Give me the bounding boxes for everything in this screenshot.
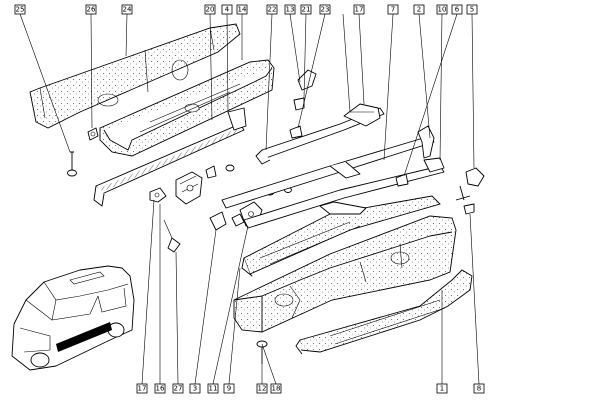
svg-text:10: 10 — [438, 6, 447, 14]
callout-label-top-16: 5 — [466, 4, 478, 15]
upper-side-rail — [255, 103, 385, 165]
callout-label-bottom-9: 1 — [436, 383, 448, 394]
callout-label-bottom-1: 17 — [136, 383, 148, 394]
callout-label-bottom-2: 16 — [154, 383, 166, 394]
clip-10 — [395, 173, 409, 187]
svg-text:2: 2 — [417, 6, 421, 14]
svg-text:26: 26 — [87, 6, 96, 14]
svg-text:8: 8 — [477, 385, 481, 393]
screw-27 — [163, 219, 181, 253]
svg-text:12: 12 — [258, 385, 267, 393]
sill-cover — [241, 195, 441, 277]
callout-label-top-9: 21 — [300, 4, 312, 15]
van-illustration — [11, 265, 135, 371]
svg-text:3: 3 — [193, 385, 197, 393]
callout-label-top-7: 22 — [266, 4, 278, 15]
lower-trim-tray — [99, 59, 275, 157]
svg-text:4: 4 — [225, 6, 230, 14]
callout-label-top-14: 10 — [436, 4, 448, 15]
callout-label-bottom-3: 27 — [172, 383, 184, 394]
lower-side-rail — [231, 157, 445, 229]
callout-label-top-5: 4 — [221, 4, 233, 15]
svg-text:25: 25 — [16, 6, 25, 14]
bolt-25 — [67, 151, 77, 177]
middle-side-rail — [221, 125, 435, 209]
tray-clip — [87, 127, 99, 141]
svg-text:7: 7 — [391, 6, 395, 14]
clip-3 — [209, 211, 227, 231]
svg-text:21: 21 — [302, 6, 311, 14]
svg-text:14: 14 — [238, 6, 247, 14]
hook-6-5 — [455, 167, 485, 215]
svg-text:9: 9 — [227, 385, 231, 393]
svg-text:6: 6 — [455, 6, 460, 14]
callout-label-top-3: 24 — [121, 4, 133, 15]
lower-trim-strip — [295, 269, 473, 355]
clip-13 — [289, 69, 317, 139]
callout-label-top-2: 26 — [85, 4, 97, 15]
upper-trim-panel — [29, 23, 241, 129]
svg-text:24: 24 — [123, 6, 132, 14]
large-lower-tray — [233, 215, 457, 333]
svg-text:17: 17 — [138, 385, 147, 393]
callout-label-bottom-4: 3 — [189, 383, 201, 394]
leader-lines — [19, 13, 480, 385]
svg-text:5: 5 — [470, 6, 474, 14]
callout-label-top-11: 17 — [353, 4, 365, 15]
hinge-bracket — [175, 171, 203, 205]
callout-label-top-6: 14 — [236, 4, 248, 15]
callout-label-bottom-7: 12 — [256, 383, 268, 394]
svg-text:18: 18 — [272, 385, 281, 393]
callout-label-top-15: 6 — [451, 4, 463, 15]
svg-text:11: 11 — [209, 385, 218, 393]
callout-label-top-12: 7 — [387, 4, 399, 15]
callout-label-top-8: 13 — [284, 4, 296, 15]
svg-text:13: 13 — [286, 6, 295, 14]
callout-label-bottom-6: 9 — [223, 383, 235, 394]
callout-label-bottom-5: 11 — [207, 383, 219, 394]
bottom-label-row: 17 16 27 3 11 9 12 18 — [136, 383, 485, 394]
svg-text:1: 1 — [440, 385, 444, 393]
svg-text:27: 27 — [174, 385, 183, 393]
callout-label-top-13: 2 — [413, 4, 425, 15]
callout-label-bottom-10: 8 — [473, 383, 485, 394]
callout-label-top-4: 20 — [204, 4, 216, 15]
sill-bracket-strip — [93, 107, 247, 207]
top-label-row: 25 26 24 20 4 14 22 13 — [14, 4, 478, 15]
callout-label-bottom-8: 18 — [270, 383, 282, 394]
svg-text:16: 16 — [156, 385, 165, 393]
callout-label-top-10: 23 — [319, 4, 331, 15]
svg-text:17: 17 — [355, 6, 364, 14]
callout-label-top-1: 25 — [14, 4, 26, 15]
svg-text:22: 22 — [268, 6, 277, 14]
svg-text:20: 20 — [206, 6, 215, 14]
clip-17 — [149, 187, 167, 203]
svg-text:23: 23 — [321, 6, 330, 14]
